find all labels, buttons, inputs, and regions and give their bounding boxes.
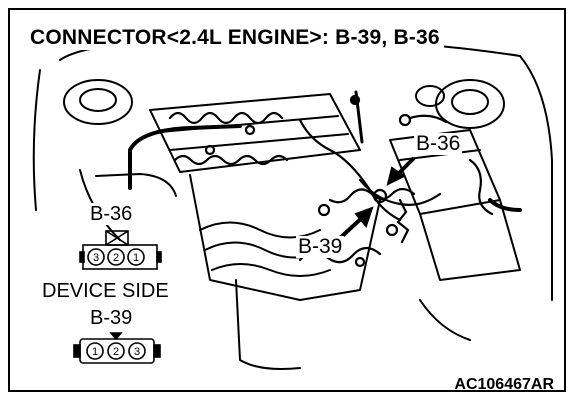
b39-pin-1: 1 <box>92 346 98 358</box>
b36-arrow-head <box>386 166 406 186</box>
b39-legend-label: B-39 <box>88 307 135 329</box>
reference-code: AC106467AR <box>454 376 554 393</box>
b36-pin-1: 1 <box>133 252 139 264</box>
b39-connector-icon <box>73 332 161 364</box>
b36-pin-2: 2 <box>113 252 119 264</box>
b39-arrow-head <box>354 206 374 229</box>
b36-connector-icon <box>79 230 162 270</box>
b39-pin-2: 2 <box>113 346 119 358</box>
device-side-label: DEVICE SIDE <box>40 280 171 302</box>
b36-legend-label: B-36 <box>88 203 135 225</box>
b36-callout-label: B-36 <box>414 132 463 155</box>
b36-pin-3: 3 <box>93 252 99 264</box>
b39-pin-3: 3 <box>134 346 140 358</box>
diagram-title: CONNECTOR<2.4L ENGINE>: B-39, B-36 <box>26 26 444 50</box>
b39-callout-label: B-39 <box>296 235 345 258</box>
